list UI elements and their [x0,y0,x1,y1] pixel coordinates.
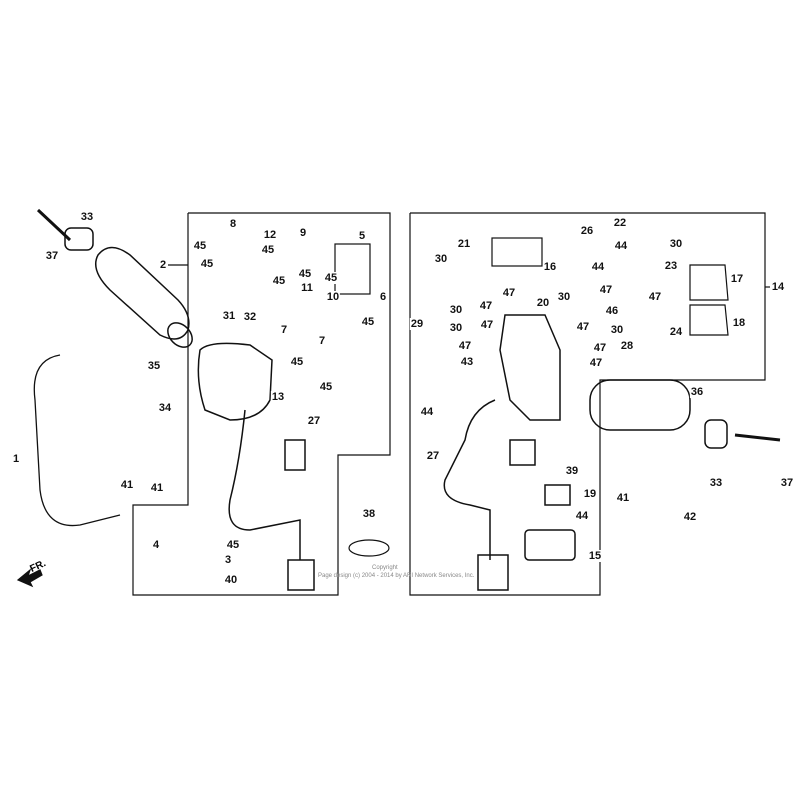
callout: 26 [579,225,595,237]
watermark-line: Copyright [372,565,398,571]
callout: 45 [289,356,305,368]
callout: 22 [612,217,628,229]
callout: 44 [590,261,606,273]
callout: 47 [647,291,663,303]
callout: 11 [300,282,314,294]
callout: 30 [556,291,572,303]
callout: 3 [223,554,233,566]
callout: 30 [448,304,464,316]
callout: 47 [598,284,614,296]
callout: 18 [731,317,747,329]
callout: 45 [297,268,313,280]
callout: 41 [119,479,135,491]
fr-arrow [16,568,43,588]
callout: 33 [79,211,95,223]
callout: 9 [298,227,308,239]
callout: 45 [199,258,215,270]
callout: 30 [668,238,684,250]
callout: 47 [592,342,608,354]
callout: 45 [360,316,376,328]
callout: 17 [729,273,745,285]
callout: 13 [270,391,286,403]
callout: 24 [668,326,684,338]
callout: 47 [575,321,591,333]
callout: 34 [157,402,173,414]
callout: 44 [419,406,435,418]
callout: 42 [682,511,698,523]
callout: 4 [151,539,161,551]
callout: 1 [11,453,21,465]
callout: 36 [689,386,705,398]
callout: 37 [779,477,795,489]
callout: 21 [456,238,472,250]
watermark-line: Page design (c) 2004 - 2014 by ARI Netwo… [318,573,475,579]
callout: 45 [271,275,287,287]
callout: 30 [448,322,464,334]
callout: 28 [619,340,635,352]
callout: 14 [770,281,786,293]
callout: 45 [192,240,208,252]
callout: 47 [588,357,604,369]
callout: 2 [158,259,168,271]
callout: 6 [378,291,388,303]
callout: 47 [501,287,517,299]
callout: 20 [535,297,551,309]
callout: 41 [615,492,631,504]
left-switch-housing [197,342,315,591]
callout: 16 [542,261,558,273]
callout: 39 [564,465,580,477]
callout: 38 [361,508,377,520]
callout: 41 [149,482,165,494]
callout: 47 [478,300,494,312]
callout: 32 [242,311,258,323]
callout: 31 [221,310,237,322]
cable [33,354,121,527]
callout: 29 [409,318,425,330]
callout: 46 [604,305,620,317]
callout: 30 [433,253,449,265]
callout: 27 [306,415,322,427]
callout: 15 [587,550,603,562]
callout: 47 [479,319,495,331]
callout: 12 [262,229,278,241]
callout: 27 [425,450,441,462]
callout: 45 [318,381,334,393]
callout: 35 [146,360,162,372]
callout: 44 [613,240,629,252]
callout: 47 [457,340,473,352]
clamp-38 [348,539,390,557]
callout: 7 [279,324,289,336]
callout: 8 [228,218,238,230]
callout: 45 [225,539,241,551]
right-switch-housing [443,314,576,591]
callout: 33 [708,477,724,489]
plates [334,237,729,336]
callout: 43 [459,356,475,368]
left-grip [36,208,193,348]
callout: 40 [223,574,239,586]
callout: 19 [582,488,598,500]
callout: 45 [260,244,276,256]
callout: 10 [325,291,341,303]
callout: 37 [44,250,60,262]
right-grip [589,379,781,449]
callout: 44 [574,510,590,522]
group-boxes [132,212,770,596]
callout: 30 [609,324,625,336]
callout: 7 [317,335,327,347]
callout: 23 [663,260,679,272]
callout: 5 [357,230,367,242]
callout: 45 [323,272,339,284]
